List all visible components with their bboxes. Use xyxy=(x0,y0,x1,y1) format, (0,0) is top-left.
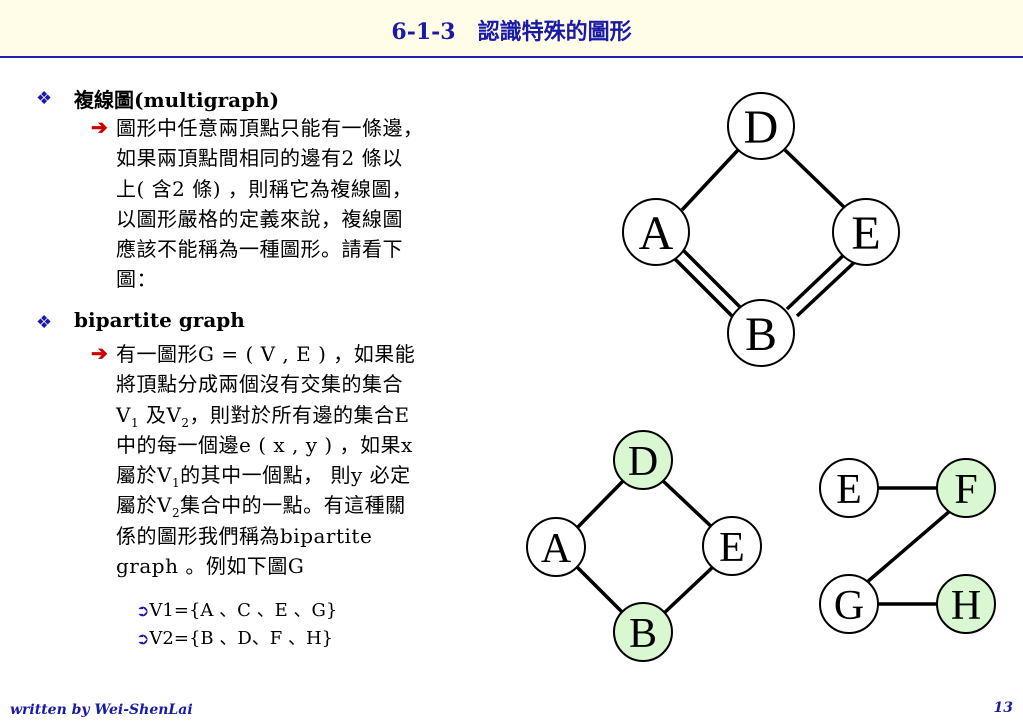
multigraph-node-a: A xyxy=(622,198,690,266)
bipartite-diagram-2 xyxy=(864,486,953,606)
diamond-bullet-icon: ❖ xyxy=(36,312,53,333)
text-line: 上( 含2 條) ，則稱它為複線圖， xyxy=(116,176,413,201)
bipartite-diagram-1 xyxy=(573,478,717,617)
circle-arrow-icon: ➲ xyxy=(136,629,150,648)
red-arrow-icon: ➔ xyxy=(91,341,108,365)
node-label: F xyxy=(954,467,977,513)
multigraph-heading: 複線圖(multigraph) xyxy=(74,88,280,112)
set-v1-line: ➲V1={A 、C 、E 、G} xyxy=(136,600,338,621)
bipartite2-node-e: E xyxy=(819,458,879,518)
footer-author: written by Wei-ShenLai xyxy=(10,702,193,718)
node-label: A xyxy=(639,207,674,260)
text-line: 有一圖形G = ( V , E ) ，如果能 xyxy=(116,342,416,366)
red-arrow-icon: ➔ xyxy=(91,115,108,139)
text-line: 圖： xyxy=(116,267,157,292)
bipartite2-node-h: H xyxy=(936,574,996,634)
circle-arrow-icon: ➲ xyxy=(136,601,150,620)
node-label: E xyxy=(719,525,745,571)
bipartite1-node-a: A xyxy=(526,517,586,577)
bipartite2-node-g: G xyxy=(819,574,879,634)
text-line: 將頂點分成兩個沒有交集的集合 xyxy=(116,372,403,397)
text-line: V1 及V2，則對於所有邊的集合E xyxy=(116,402,410,430)
node-label: B xyxy=(745,308,777,361)
text-line: 以圖形嚴格的定義來說，複線圖 xyxy=(116,206,403,231)
text-line: 如果兩頂點間相同的邊有2 條以 xyxy=(116,146,403,171)
multigraph-diagram xyxy=(671,148,861,318)
multigraph-description: 圖形中任意兩頂點只能有一條邊， 如果兩頂點間相同的邊有2 條以 上( 含2 條)… xyxy=(116,113,424,295)
text-line: graph 。例如下圖G xyxy=(116,554,305,579)
slide-header: 6-1-3 認識特殊的圖形 xyxy=(0,0,1023,58)
multigraph-node-b: B xyxy=(727,299,795,367)
node-label: E xyxy=(836,467,862,513)
text-line: 屬於V1的其中一個點， 則y 必定 xyxy=(116,463,411,491)
bipartite-description: 有一圖形G = ( V , E ) ，如果能 將頂點分成兩個沒有交集的集合 V1… xyxy=(116,339,415,581)
node-label: A xyxy=(541,526,572,572)
set-v2-line: ➲V2={B 、D、F 、H} xyxy=(136,628,334,649)
node-label: D xyxy=(628,439,658,485)
text-line: 中的每一個邊e ( x , y ) ，如果x xyxy=(116,432,413,457)
bipartite-heading: bipartite graph xyxy=(74,308,245,332)
diamond-bullet-icon: ❖ xyxy=(36,88,53,109)
slide-title: 6-1-3 認識特殊的圖形 xyxy=(391,19,632,45)
multigraph-node-d: D xyxy=(727,92,795,160)
text-line: 應該不能稱為一種圖形。請看下 xyxy=(116,237,403,262)
node-label: D xyxy=(744,101,779,154)
node-label: E xyxy=(851,207,880,260)
node-label: H xyxy=(951,583,981,629)
text-line: 係的圖形我們稱為bipartite xyxy=(116,523,373,548)
bipartite1-node-b: B xyxy=(613,602,673,662)
text-line: 圖形中任意兩頂點只能有一條邊， xyxy=(116,116,424,140)
text-line: 屬於V2集合中的一點。有這種關 xyxy=(116,493,406,521)
page-number: 13 xyxy=(993,700,1013,716)
node-label: G xyxy=(834,583,864,629)
bipartite1-node-d: D xyxy=(613,430,673,490)
bipartite1-node-e: E xyxy=(702,516,762,576)
bipartite2-node-f: F xyxy=(936,458,996,518)
node-label: B xyxy=(629,611,657,657)
multigraph-node-e: E xyxy=(832,198,900,266)
